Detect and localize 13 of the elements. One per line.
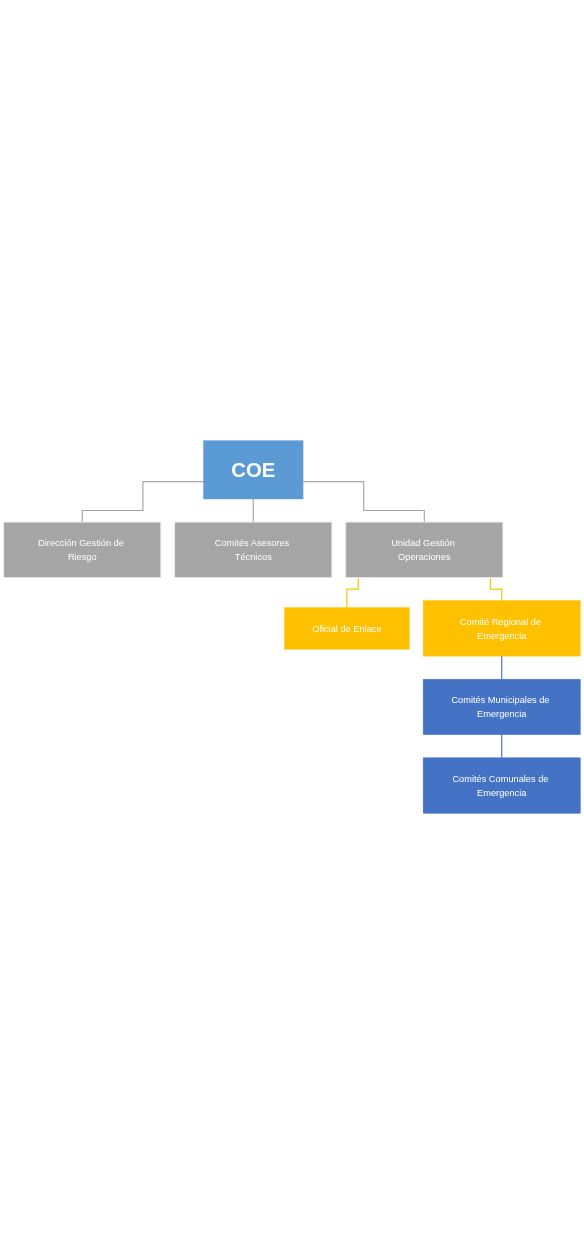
node-box: Unidad Gestión Operaciones — [345, 521, 504, 578]
connector — [501, 655, 503, 680]
node-box: Comités Comunales de Emergencia — [422, 757, 581, 814]
node-box: Comité Regional de Emergencia — [422, 600, 581, 657]
connector — [302, 481, 425, 523]
connector — [81, 481, 205, 523]
node-box: Comités Asesores Técnicos — [174, 521, 333, 578]
node-box: COE — [203, 440, 304, 500]
node-box: Oficial de Enlace — [284, 607, 410, 650]
node-box: Dirección Gestión de Riesgo — [3, 521, 162, 578]
connector — [501, 734, 503, 759]
node-box: Comités Municipales de Emergencia — [422, 679, 581, 735]
connector — [252, 498, 254, 523]
